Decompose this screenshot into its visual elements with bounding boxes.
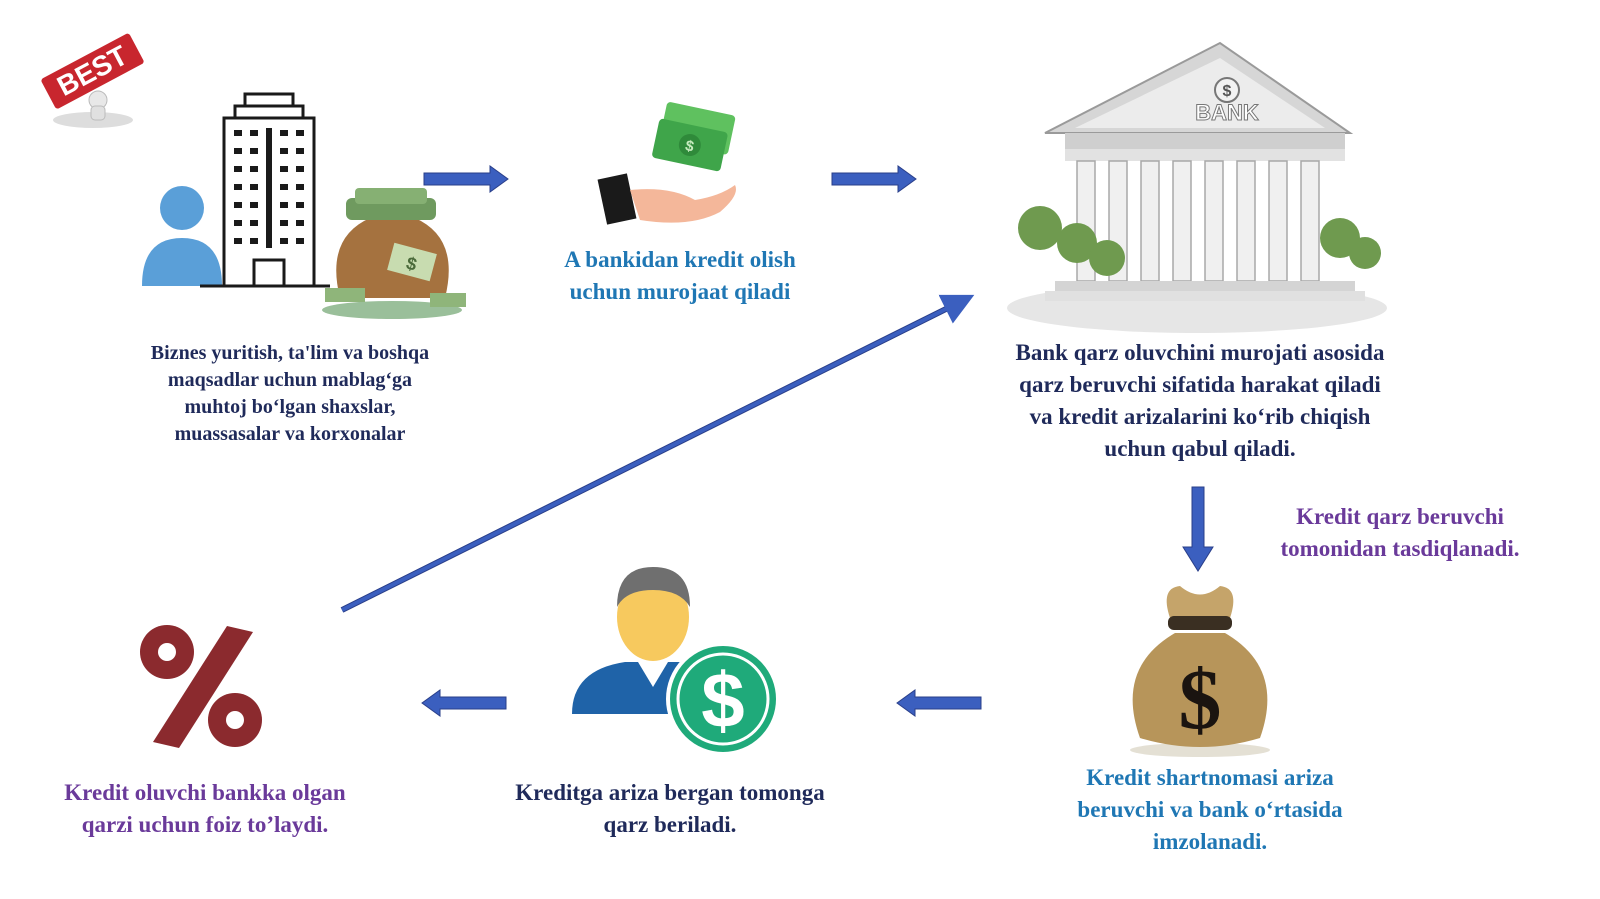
arrow-right-2 [831, 165, 917, 193]
borrowers-illustration: $ [140, 88, 470, 323]
svg-text:$: $ [701, 656, 744, 744]
approved-label: Kredit qarz beruvchi tomonidan tasdiqlan… [1280, 504, 1520, 561]
arrow-down [1182, 486, 1214, 572]
bank-label: Bank qarz oluvchini murojati asosida qar… [1015, 340, 1385, 461]
money-bag-illustration: $ [1120, 578, 1280, 758]
bank-illustration: $ BANK [1005, 38, 1390, 333]
person-icon [142, 186, 222, 286]
arrow-diagonal-to-bank [340, 294, 975, 613]
best-logo: BEST [38, 22, 148, 132]
man-dollar-illustration: $ [570, 562, 785, 756]
percent-illustration [135, 622, 275, 752]
contract-label: Kredit shartnomasi ariza beruvchi va ban… [1077, 765, 1343, 854]
bank-building-icon: $ BANK [1007, 41, 1387, 333]
percent-icon [140, 625, 262, 748]
hand-giving-money-icon: $ [597, 102, 736, 225]
arrow-left-2 [421, 689, 507, 717]
office-building-icon [200, 92, 330, 288]
arrow-right-1 [423, 165, 509, 193]
arrow-left-1 [896, 689, 982, 717]
best-logo-icon: BEST [41, 33, 144, 128]
apply-label: A bankidan kredit olish uchun murojaat q… [564, 247, 796, 304]
money-bag-cash-icon: $ [322, 188, 466, 319]
svg-text:$: $ [1223, 83, 1232, 100]
loan-given-label: Kreditga ariza bergan tomonga qarz beril… [515, 780, 825, 837]
svg-text:$: $ [1179, 651, 1222, 747]
hand-money-illustration: $ [597, 100, 740, 230]
man-with-dollar-coin-icon: $ [572, 567, 780, 756]
dollar-money-bag-icon: $ [1130, 586, 1270, 757]
borrowers-label: Biznes yuritish, ta'lim va boshqa maqsad… [150, 342, 430, 445]
svg-text:$: $ [404, 253, 419, 275]
interest-label: Kredit oluvchi bankka olgan qarzi uchun … [64, 780, 346, 837]
bank-sign: BANK [1195, 100, 1259, 125]
